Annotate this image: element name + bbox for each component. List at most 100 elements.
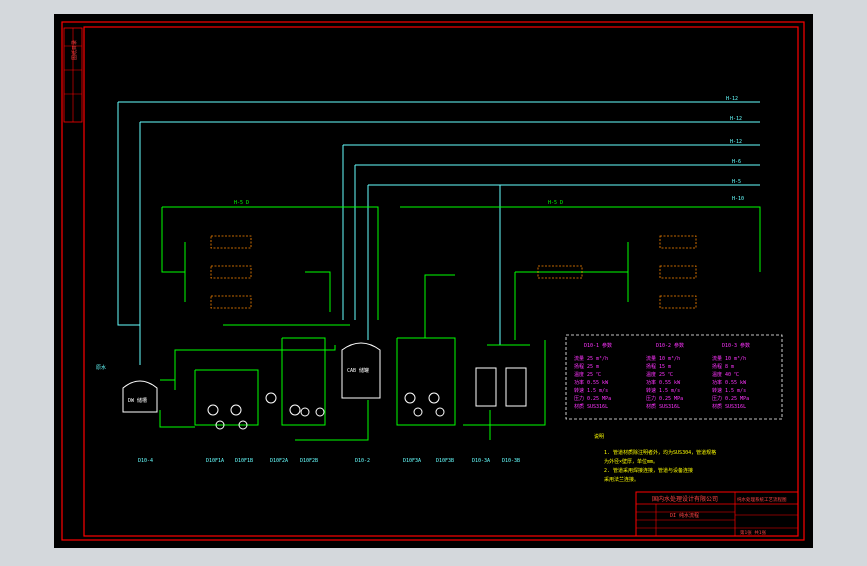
table-cell: 材质 SUS316L	[712, 403, 746, 410]
pipeline-pump-header-3	[396, 337, 456, 426]
line-label-G1: H-5 D	[234, 200, 249, 206]
tank-D10-4-name: DW 储槽	[128, 397, 147, 404]
table-cell: 温度 40 ℃	[712, 371, 739, 378]
pump-P6	[435, 407, 445, 417]
title-block: 国内水处理设计有限公司 纯水处理系统工艺流程图 DI 纯水流程 第1张 共1张	[635, 491, 799, 537]
note-line-3: 2. 管道采用焊接连接，管道与设备连接	[604, 467, 693, 474]
pipeline-G1	[162, 206, 379, 320]
inlet-label: 原水	[96, 364, 106, 371]
green-pipelines	[159, 206, 761, 441]
pump-F3B	[428, 392, 440, 404]
pump-P2	[238, 420, 248, 430]
notes-title: 说明	[594, 433, 604, 440]
pipeline-bottom-loop	[159, 410, 195, 428]
table-cell: 压力 0.25 MPa	[712, 395, 749, 402]
note-line-2: 为外径×壁厚，单位mm。	[604, 458, 658, 465]
table-cell: 材质 SUS316L	[646, 403, 680, 410]
tag-D10-4: D10-4	[138, 458, 153, 464]
pump-F2A	[265, 392, 277, 404]
notes: 说明 1. 管道材质除注明者外，均为SUS304，管道规格 为外径×壁厚，单位m…	[594, 433, 716, 483]
side-strip: 图纸目录	[63, 27, 83, 123]
bed-D10-3B	[505, 367, 527, 407]
equipment-tags: D10-4 D10F1A D10F1B D10F2A D10F2B D10-2 …	[138, 458, 520, 464]
table-cell: 温度 25 ℃	[574, 371, 601, 378]
tank-D10-2-name: CAB 储罐	[347, 367, 369, 374]
table-cell: 扬程 25 m	[574, 363, 599, 370]
note-line-1: 1. 管道材质除注明者外，均为SUS304，管道规格	[604, 449, 716, 456]
pipeline-G1-right	[305, 271, 331, 312]
pipeline-G2	[400, 206, 761, 272]
table-cell: 压力 0.25 MPa	[574, 395, 611, 402]
bed-D10-3A	[475, 367, 497, 407]
table-header-3: D10-3 参数	[722, 342, 750, 349]
inner-frame	[83, 26, 799, 537]
pump-P3	[300, 407, 310, 417]
pump-F1B	[230, 404, 242, 416]
filter-left-1	[210, 235, 252, 249]
green-labels: H-5 D H-5 D	[234, 200, 563, 206]
equipment-names: DW 储槽 CAB 储罐 原水	[96, 364, 369, 404]
table-cell: 材质 SUS316L	[574, 403, 608, 410]
pipeline-bed-feed	[424, 274, 455, 338]
line-label-L1: H-12	[726, 96, 738, 102]
drawing-canvas	[54, 14, 813, 548]
filter-elements	[210, 235, 697, 309]
filter-right-3	[659, 295, 697, 309]
outer-frame	[61, 21, 805, 541]
line-label-L2: H-12	[730, 116, 742, 122]
pipeline-L1-drop	[117, 102, 141, 365]
table-cell: 温度 25 ℃	[646, 371, 673, 378]
tag-D10-3A: D10-3A	[472, 458, 490, 464]
table-cell: 转速 1.5 m/s	[646, 387, 680, 394]
line-label-L5: H-5	[732, 179, 741, 185]
pipeline-labels: H-12 H-12 H-12 H-6 H-5 H-10	[726, 96, 744, 202]
tag-D10-2: D10-2	[355, 458, 370, 464]
table-cell: 转速 1.5 m/s	[712, 387, 746, 394]
pump-F1A	[207, 404, 219, 416]
line-label-L6: H-10	[732, 196, 744, 202]
table-cell: 流量 25 m³/h	[574, 355, 608, 362]
table-cell: 流量 10 m³/h	[712, 355, 746, 362]
tank-D10-2	[341, 342, 381, 399]
table-header-2: D10-2 参数	[656, 342, 684, 349]
title-drawing-name: DI 纯水流程	[670, 512, 699, 519]
table-cell: 扬程 8 m	[712, 363, 734, 370]
tank-D10-4	[122, 380, 158, 413]
filter-right-1	[659, 235, 697, 249]
table-cell: 转速 1.5 m/s	[574, 387, 608, 394]
tag-D10F3B: D10F3B	[436, 458, 454, 464]
pipeline-pump-header-1	[194, 369, 259, 426]
tag-D10F1B: D10F1B	[235, 458, 253, 464]
pipeline-pump-header-2	[281, 337, 326, 426]
title-company: 国内水处理设计有限公司	[652, 495, 718, 503]
pump-P1	[215, 420, 225, 430]
cyan-pipelines	[117, 101, 760, 365]
filter-left-2	[210, 265, 252, 279]
tag-D10F3A: D10F3A	[403, 458, 421, 464]
pipeline-G1-left	[161, 207, 185, 273]
tag-D10F1A: D10F1A	[206, 458, 224, 464]
filter-mid	[537, 265, 583, 279]
note-line-4: 采用法兰连接。	[604, 476, 639, 483]
table-cell: 扬程 15 m	[646, 363, 671, 370]
table-header-1: D10-1 参数	[584, 342, 612, 349]
title-project: 纯水处理系统工艺流程图	[737, 496, 787, 503]
title-sheet: 第1张 共1张	[740, 529, 767, 536]
tag-D10F2B: D10F2B	[300, 458, 318, 464]
line-label-L4: H-6	[732, 159, 741, 165]
table-cell: 功率 0.55 kW	[712, 379, 747, 386]
filter-right-2	[659, 265, 697, 279]
table-cell: 功率 0.55 kW	[646, 379, 681, 386]
equipment	[122, 342, 527, 430]
table-cell: 流量 10 m³/h	[646, 355, 680, 362]
pump-F3A	[404, 392, 416, 404]
filter-left-3	[210, 295, 252, 309]
line-label-L3: H-12	[730, 139, 742, 145]
table-cell: 功率 0.55 kW	[574, 379, 609, 386]
pump-P4	[315, 407, 325, 417]
tag-D10F2A: D10F2A	[270, 458, 288, 464]
line-label-G2: H-5 D	[548, 200, 563, 206]
